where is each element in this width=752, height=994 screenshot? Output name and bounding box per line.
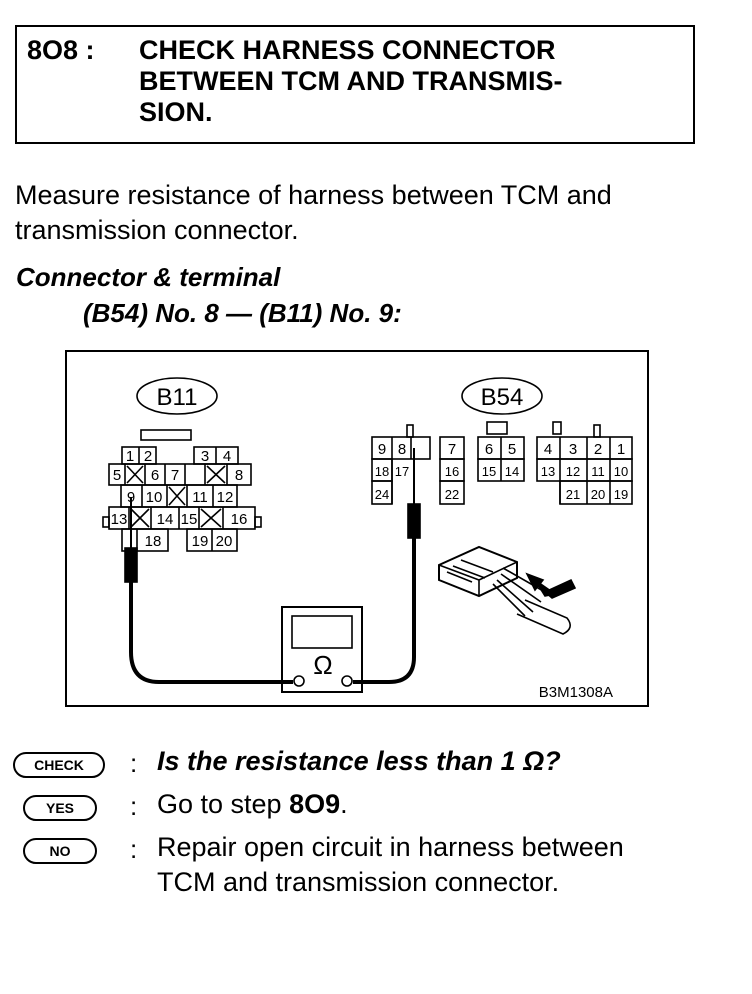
terminal-label: 13	[541, 464, 555, 479]
terminal-label: 11	[591, 464, 605, 479]
terminal-label: 6	[151, 467, 159, 484]
figure-code: B3M1308A	[539, 684, 613, 701]
ohm-symbol: Ω	[313, 650, 332, 680]
terminal-label: 12	[566, 464, 580, 479]
yes-answer: Go to step 8O9.	[157, 787, 348, 822]
yes-answer-suffix: .	[340, 789, 348, 819]
step-title: CHECK HARNESS CONNECTOR BETWEEN TCM AND …	[139, 35, 679, 128]
connector-heading: Connector & terminal	[16, 262, 281, 292]
terminal-label: 19	[192, 533, 209, 550]
no-answer-line: Repair open circuit in harness between	[157, 832, 624, 862]
b11-terminal-numbers: 1 2 3 4 5 6 7 8 9 10 11 12 13 14 15 16 1…	[111, 448, 248, 550]
terminal-label: 8	[235, 467, 243, 484]
terminal-label: 16	[231, 511, 248, 528]
separator: :	[130, 748, 138, 778]
terminal-label: 3	[201, 448, 209, 465]
terminal-label: 7	[171, 467, 179, 484]
terminal-label: 12	[217, 489, 234, 506]
terminal-label: 7	[448, 441, 456, 458]
terminal-label: 15	[482, 464, 496, 479]
terminal-label: 19	[614, 487, 628, 502]
terminal-label: 15	[181, 511, 198, 528]
terminal-label: 14	[157, 511, 174, 528]
b54-label: B54	[481, 384, 524, 411]
step-title-line: CHECK HARNESS CONNECTOR	[139, 35, 556, 65]
b54-terminal-numbers: 9 8 7 6 5 4 3 2 1 18 17 16 15 14 13 12 1…	[375, 441, 628, 502]
terminal-label: 6	[485, 441, 493, 458]
step-title-line: BETWEEN TCM AND TRANSMIS-	[139, 66, 563, 96]
connector-detail: (B54) No. 8 — (B11) No. 9:	[83, 298, 402, 328]
probe-b54	[353, 448, 421, 684]
check-question: Is the resistance less than 1 Ω?	[157, 746, 561, 776]
b54-label-oval	[461, 377, 543, 415]
terminal-label: 5	[508, 441, 516, 458]
b54-connector	[371, 421, 633, 505]
terminal-label: 24	[375, 487, 389, 502]
terminal-label: 5	[113, 467, 121, 484]
b11-label-oval	[136, 377, 218, 415]
terminal-label: 2	[594, 441, 602, 458]
step-header-box: 8O8 : CHECK HARNESS CONNECTOR BETWEEN TC…	[15, 25, 695, 144]
terminal-label: 21	[566, 487, 580, 502]
yes-badge: YES	[23, 795, 97, 821]
terminal-label: 10	[146, 489, 163, 506]
terminal-label: 3	[569, 441, 577, 458]
separator: :	[130, 791, 138, 821]
no-answer: Repair open circuit in harness between T…	[157, 830, 624, 900]
no-badge: NO	[23, 838, 97, 864]
terminal-label: 11	[192, 489, 208, 506]
step-number: 8O8 :	[27, 35, 95, 65]
instruction-text: Measure resistance of harness between TC…	[15, 178, 715, 248]
probe-b11	[124, 497, 293, 684]
step-title-line: SION.	[139, 97, 213, 127]
terminal-label: 10	[614, 464, 628, 479]
b11-label: B11	[157, 384, 198, 411]
terminal-label: 17	[395, 464, 409, 479]
terminal-label: 8	[398, 441, 406, 458]
terminal-label: 2	[144, 448, 152, 465]
terminal-label: 22	[445, 487, 459, 502]
terminal-label: 4	[544, 441, 552, 458]
instruction-line: transmission connector.	[15, 215, 299, 245]
terminal-label: 4	[223, 448, 231, 465]
terminal-label: 20	[216, 533, 233, 550]
check-badge: CHECK	[13, 752, 105, 778]
yes-answer-prefix: Go to step	[157, 789, 290, 819]
terminal-label: 13	[111, 511, 128, 528]
terminal-label: 14	[505, 464, 519, 479]
diagram-canvas: B11	[102, 377, 633, 701]
terminal-label: 1	[126, 448, 134, 465]
no-answer-line: TCM and transmission connector.	[157, 867, 560, 897]
instruction-line: Measure resistance of harness between TC…	[15, 180, 612, 210]
terminal-label: 18	[375, 464, 389, 479]
terminal-label: 9	[378, 441, 386, 458]
terminal-label: 16	[445, 464, 459, 479]
terminal-label: 20	[591, 487, 605, 502]
harness-connector-illustration	[438, 545, 577, 635]
yes-step-link: 8O9	[289, 789, 341, 819]
wiring-diagram: B11	[65, 350, 649, 707]
separator: :	[130, 834, 138, 864]
ohmmeter: Ω	[281, 606, 363, 693]
terminal-label: 18	[145, 533, 162, 550]
terminal-label: 1	[617, 441, 625, 458]
b11-connector	[102, 429, 262, 552]
